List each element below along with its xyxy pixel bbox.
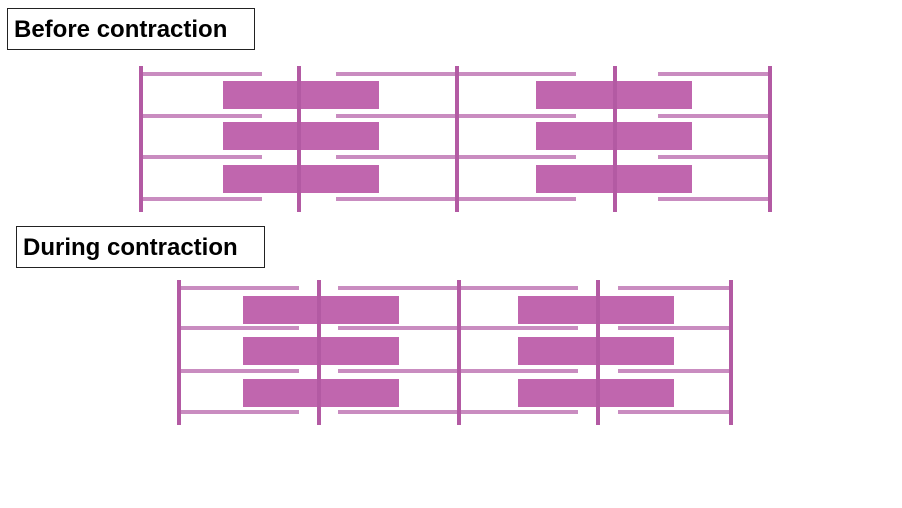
during-thin-filament — [179, 326, 299, 330]
during-z-line-overlay — [177, 280, 181, 425]
during-z-line-overlay — [317, 280, 321, 425]
during-thin-filament — [618, 410, 731, 414]
before-z-line-overlay — [613, 66, 617, 212]
during-thin-filament — [179, 410, 299, 414]
before-thin-filament — [658, 155, 770, 159]
before-thin-filament — [141, 155, 262, 159]
before-thin-filament — [658, 114, 770, 118]
during-z-line-overlay — [457, 280, 461, 425]
before-z-line-overlay — [297, 66, 301, 212]
during-thin-filament — [179, 286, 299, 290]
before-contraction-label: Before contraction — [7, 8, 255, 50]
during-thin-filament — [618, 369, 731, 373]
during-contraction-label: During contraction — [16, 226, 265, 268]
before-thin-filament — [658, 197, 770, 201]
during-z-line-overlay — [596, 280, 600, 425]
before-thin-filament — [141, 72, 262, 76]
during-thin-filament — [179, 369, 299, 373]
before-thin-filament — [658, 72, 770, 76]
during-thin-filament — [618, 326, 731, 330]
before-z-line-overlay — [139, 66, 143, 212]
during-thin-filament — [618, 286, 731, 290]
before-thin-filament — [141, 197, 262, 201]
before-thin-filament — [141, 114, 262, 118]
before-z-line-overlay — [455, 66, 459, 212]
during-z-line-overlay — [729, 280, 733, 425]
before-z-line-overlay — [768, 66, 772, 212]
